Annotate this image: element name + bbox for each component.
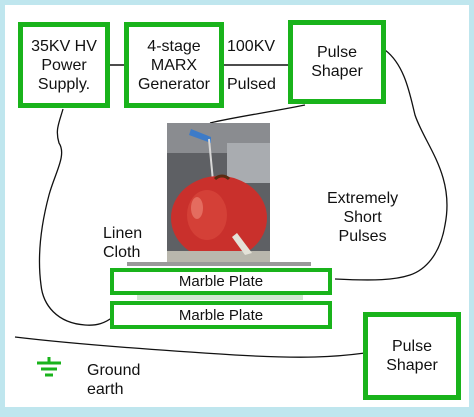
right-outer-cable bbox=[334, 49, 448, 281]
marble-plate-bottom-label: Marble Plate bbox=[178, 306, 264, 324]
marx-generator-label: 4-stage MARX Generator bbox=[137, 37, 211, 93]
extremely-short-pulses-label: Extremely Short Pulses bbox=[327, 190, 399, 245]
ground-earth-label: Ground earth bbox=[87, 362, 141, 398]
pulse-shaper-bottom-label: Pulse Shaper bbox=[386, 338, 438, 374]
needle-wire bbox=[209, 104, 306, 124]
wiring bbox=[14, 49, 448, 377]
ground-symbol-icon bbox=[37, 357, 61, 377]
linen-cloth-label: Linen Cloth bbox=[103, 225, 143, 261]
marble-plate-top: Marble Plate bbox=[110, 268, 332, 295]
pulse-shaper-bottom-box: Pulse Shaper bbox=[363, 312, 461, 400]
marble-plate-top-label: Marble Plate bbox=[178, 273, 264, 290]
pulsed-label: Pulsed bbox=[227, 76, 276, 93]
apple-photo bbox=[167, 123, 270, 263]
plate-gap bbox=[137, 295, 303, 300]
power-supply-label: 35KV HV Power Supply. bbox=[31, 37, 97, 93]
pulse-shaper-top-box: Pulse Shaper bbox=[288, 20, 386, 104]
bottom-cable bbox=[14, 336, 366, 358]
marx-generator-box: 4-stage MARX Generator bbox=[124, 22, 224, 108]
power-supply-box: 35KV HV Power Supply. bbox=[18, 22, 110, 108]
voltage-label: 100KV bbox=[227, 38, 276, 55]
pulse-shaper-top-label: Pulse Shaper bbox=[311, 44, 363, 80]
linen-cloth-strip bbox=[127, 262, 311, 266]
marble-plate-bottom: Marble Plate bbox=[110, 301, 332, 329]
left-cable bbox=[38, 108, 114, 326]
